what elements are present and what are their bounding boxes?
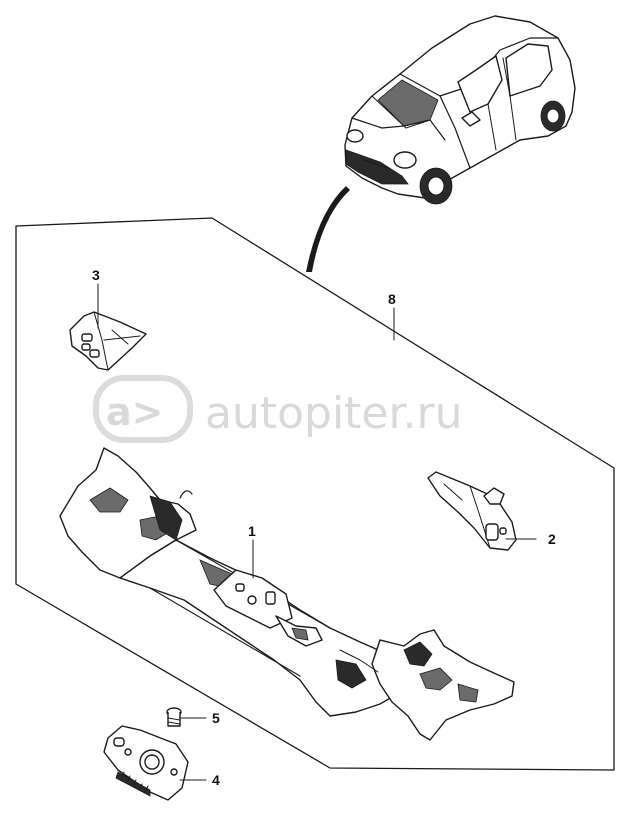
leader-lines bbox=[97, 283, 537, 781]
assembly-frame bbox=[15, 217, 615, 771]
car-bumper bbox=[345, 149, 409, 185]
callout-5: 5 bbox=[212, 710, 220, 726]
callout-8: 8 bbox=[388, 291, 396, 307]
car-illustration bbox=[344, 15, 576, 205]
part-2-bracket bbox=[427, 471, 517, 551]
car-headlight-left bbox=[346, 129, 364, 143]
location-pointer-arrow bbox=[306, 186, 350, 272]
callout-1: 1 bbox=[248, 523, 256, 539]
part-1-crossmember bbox=[59, 447, 515, 741]
watermark: a> autopiter.ru bbox=[93, 375, 463, 443]
car-mirror bbox=[461, 111, 481, 127]
car-front-window bbox=[457, 55, 503, 113]
part-5-bolt bbox=[166, 707, 182, 727]
watermark-text: autopiter.ru bbox=[205, 388, 463, 439]
callout-2: 2 bbox=[548, 531, 556, 547]
watermark-logo-text: a> bbox=[106, 390, 163, 434]
car-headlight-right bbox=[393, 151, 417, 169]
part-4-plate bbox=[103, 725, 189, 801]
callout-3: 3 bbox=[92, 267, 100, 283]
part-3-bracket bbox=[69, 311, 147, 371]
watermark-logo-frame bbox=[93, 375, 193, 443]
callout-4: 4 bbox=[212, 772, 220, 788]
